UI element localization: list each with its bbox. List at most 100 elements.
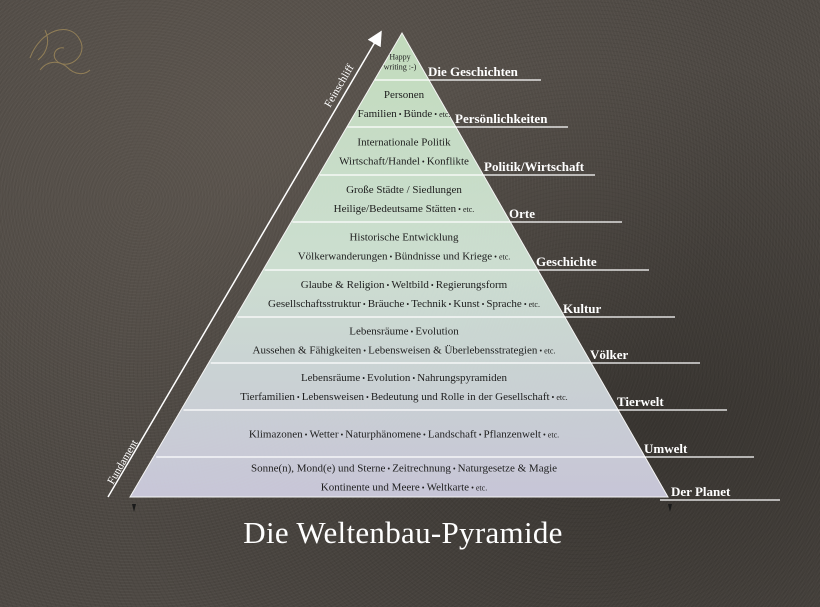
level-text-line: Tierfamilien • Lebensweisen • Bedeutung … bbox=[240, 391, 567, 403]
level-item: Völkerwanderungen bbox=[298, 251, 388, 263]
level-item: Große Städte / Siedlungen bbox=[346, 184, 462, 196]
bullet-separator: • bbox=[456, 205, 463, 214]
level-text-line: Historische Entwicklung bbox=[349, 232, 459, 244]
level-item: Pflanzenwelt bbox=[484, 429, 541, 441]
level-item: etc. bbox=[529, 300, 540, 309]
level-item: Landschaft bbox=[428, 429, 477, 441]
level-text-line: Lebensräume • Evolution • Nahrungspyrami… bbox=[301, 372, 508, 384]
level-item: Evolution bbox=[415, 326, 459, 338]
level-item: etc. bbox=[556, 393, 567, 402]
axis-arrow bbox=[107, 30, 382, 498]
level-item: Naturgesetze & Magie bbox=[458, 463, 557, 475]
level-item: Sonne(n), Mond(e) und Sterne bbox=[251, 463, 386, 475]
bullet-separator: • bbox=[409, 328, 416, 337]
corner-ornament-icon bbox=[29, 29, 91, 75]
level-item: Nahrungspyramiden bbox=[417, 372, 507, 384]
level-text-line: Happy bbox=[389, 53, 410, 62]
level-dividers bbox=[156, 79, 780, 501]
bullet-separator: • bbox=[364, 393, 371, 402]
bullet-separator: • bbox=[469, 484, 476, 493]
level-item: Tierfamilien bbox=[240, 391, 295, 403]
level-item: Internationale Politik bbox=[357, 137, 451, 149]
level-item: Happy bbox=[389, 53, 410, 62]
bullet-separator: • bbox=[361, 300, 368, 309]
level-text-line: Heilige/Bedeutsame Stätten • etc. bbox=[334, 203, 475, 215]
level-item: etc. bbox=[439, 110, 450, 119]
level-item: Technik bbox=[411, 298, 447, 310]
level-text-line: Wirtschaft/Handel • Konflikte bbox=[339, 156, 469, 168]
level-item: writing :-) bbox=[384, 63, 417, 72]
level-item: Bedeutung und Rolle in der Gesellschaft bbox=[371, 391, 550, 403]
bullet-separator: • bbox=[385, 465, 392, 474]
level-text-line: Sonne(n), Mond(e) und Sterne • Zeitrechn… bbox=[251, 463, 557, 475]
level-item: etc. bbox=[548, 431, 559, 440]
bullet-separator: • bbox=[420, 158, 427, 167]
level-item: Weltkarte bbox=[427, 482, 470, 494]
bullet-separator: • bbox=[388, 253, 395, 262]
level-label: Geschichte bbox=[536, 254, 597, 269]
level-item: Bräuche bbox=[368, 298, 405, 310]
level-item: Glaube & Religion bbox=[301, 279, 385, 291]
bullet-separator: • bbox=[522, 300, 529, 309]
bullet-separator: • bbox=[477, 431, 484, 440]
bullet-separator: • bbox=[446, 300, 453, 309]
level-text-line: Große Städte / Siedlungen bbox=[346, 184, 462, 196]
level-item: etc. bbox=[476, 484, 487, 493]
level-item: Bündnisse und Kriege bbox=[394, 251, 492, 263]
base-mark-right bbox=[668, 504, 672, 512]
bullet-separator: • bbox=[404, 300, 411, 309]
bullet-separator: • bbox=[492, 253, 499, 262]
level-item: Personen bbox=[384, 89, 425, 101]
level-label: Orte bbox=[509, 206, 535, 221]
level-item: etc. bbox=[499, 253, 510, 262]
level-item: Lebensräume bbox=[301, 372, 360, 384]
level-item: Konflikte bbox=[427, 156, 469, 168]
level-item: Weltbild bbox=[391, 279, 429, 291]
level-item: Wirtschaft/Handel bbox=[339, 156, 420, 168]
page-title: Die Weltenbau-Pyramide bbox=[243, 515, 563, 550]
bullet-separator: • bbox=[361, 347, 368, 356]
pyramid-level: Politik/Wirtschaft Internationale Politik… bbox=[339, 137, 585, 175]
bullet-separator: • bbox=[420, 484, 427, 493]
level-item: Heilige/Bedeutsame Stätten bbox=[334, 203, 457, 215]
level-item: Aussehen & Fähigkeiten bbox=[253, 345, 362, 357]
level-item: Wetter bbox=[309, 429, 338, 441]
level-item: Lebensweisen bbox=[302, 391, 365, 403]
level-label: Die Geschichten bbox=[428, 64, 519, 79]
level-text-line: Personen bbox=[384, 89, 425, 101]
level-item: Kunst bbox=[453, 298, 479, 310]
level-item: Lebensweisen & Überlebensstrategien bbox=[368, 345, 538, 357]
level-item: Klimazonen bbox=[249, 429, 303, 441]
level-text-line: Klimazonen • Wetter • Naturphänomene • L… bbox=[249, 429, 559, 441]
level-text-line: Gesellschaftsstruktur • Bräuche • Techni… bbox=[268, 298, 540, 310]
level-text-line: writing :-) bbox=[384, 63, 417, 72]
level-label: Umwelt bbox=[644, 441, 688, 456]
level-item: Familien bbox=[358, 108, 398, 120]
level-text-line: Familien • Bünde • etc. bbox=[358, 108, 451, 120]
level-label: Politik/Wirtschaft bbox=[484, 159, 585, 174]
bullet-separator: • bbox=[432, 110, 439, 119]
bullet-separator: • bbox=[541, 431, 548, 440]
bullet-separator: • bbox=[338, 431, 345, 440]
bullet-separator: • bbox=[480, 300, 487, 309]
level-text-line: Aussehen & Fähigkeiten • Lebensweisen & … bbox=[253, 345, 556, 357]
base-mark-left bbox=[132, 504, 136, 512]
pyramid-level: Der Planet Sonne(n), Mond(e) und Sterne •… bbox=[251, 463, 731, 500]
level-item: Gesellschaftsstruktur bbox=[268, 298, 361, 310]
level-text-line: Glaube & Religion • Weltbild • Regierung… bbox=[301, 279, 508, 291]
level-item: Naturphänomene bbox=[345, 429, 421, 441]
pyramid-body bbox=[129, 32, 669, 498]
bullet-separator: • bbox=[537, 347, 544, 356]
pyramid-level: Geschichte Historische EntwicklungVölkerw… bbox=[298, 232, 597, 270]
level-label: Der Planet bbox=[671, 484, 731, 499]
level-item: Sprache bbox=[486, 298, 522, 310]
bullet-separator: • bbox=[429, 281, 436, 290]
